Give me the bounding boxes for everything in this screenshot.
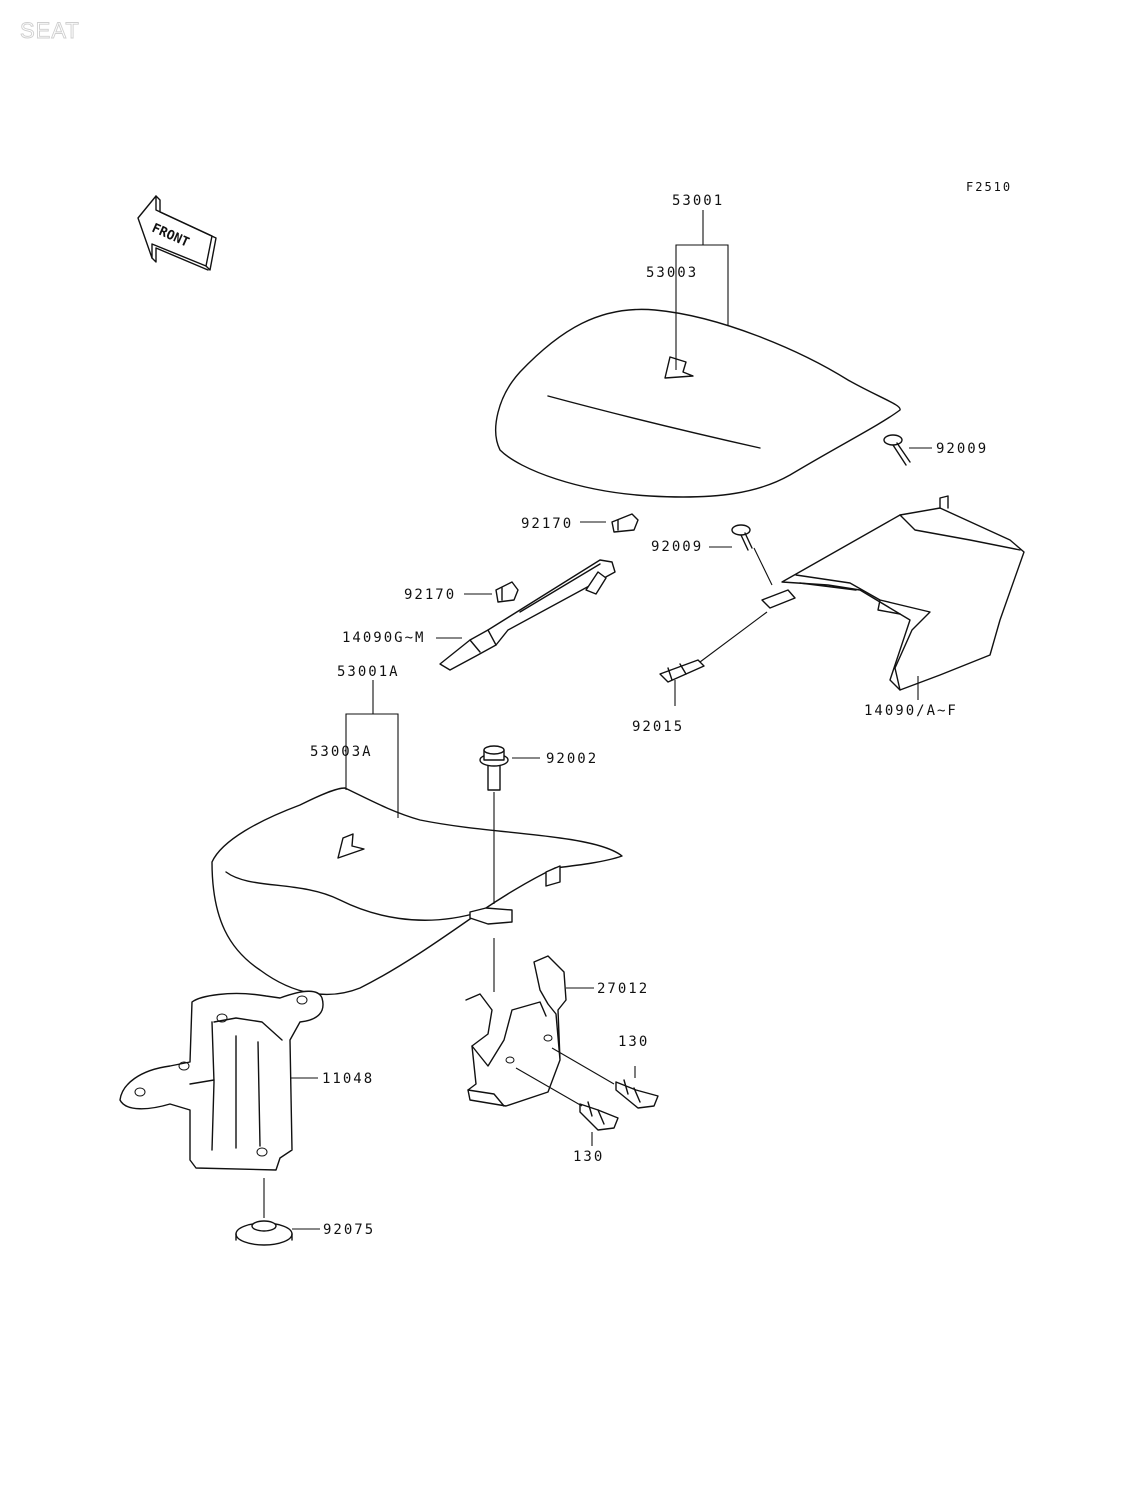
bolt-130-right[interactable] — [615, 1079, 659, 1109]
bolt-92002[interactable] — [479, 745, 509, 791]
rear-seat[interactable] — [495, 308, 901, 498]
label-53003[interactable]: 53003 — [646, 265, 698, 281]
screw-92009-lower[interactable] — [731, 524, 753, 551]
screw-92015[interactable] — [659, 659, 705, 683]
leader-lines — [263, 210, 932, 1230]
label-92009-upper[interactable]: 92009 — [936, 441, 988, 457]
label-11048[interactable]: 11048 — [322, 1071, 374, 1087]
figure-code: F2510 — [966, 180, 1012, 194]
label-92170-upper[interactable]: 92170 — [521, 516, 573, 532]
label-53001A[interactable]: 53001A — [337, 664, 400, 680]
damper-92075[interactable] — [235, 1220, 293, 1246]
label-53001[interactable]: 53001 — [672, 193, 724, 209]
clip-92170-upper[interactable] — [611, 513, 639, 533]
label-14090G-M[interactable]: 14090G~M — [342, 630, 425, 646]
label-92015[interactable]: 92015 — [632, 719, 684, 735]
label-92009-lower[interactable]: 92009 — [651, 539, 703, 555]
seat-cover-tail[interactable] — [761, 495, 1025, 691]
label-27012[interactable]: 27012 — [597, 981, 649, 997]
label-92170-lower[interactable]: 92170 — [404, 587, 456, 603]
label-14090A-F[interactable]: 14090/A~F — [864, 703, 958, 719]
label-92002[interactable]: 92002 — [546, 751, 598, 767]
screw-92009-upper[interactable] — [883, 434, 911, 466]
label-130-right[interactable]: 130 — [618, 1034, 649, 1050]
seat-lock-rail[interactable] — [439, 559, 616, 671]
label-92075[interactable]: 92075 — [323, 1222, 375, 1238]
seat-mount-bracket[interactable] — [119, 990, 324, 1171]
clip-92170-lower[interactable] — [495, 581, 519, 603]
bolt-130-left[interactable] — [579, 1101, 619, 1131]
front-seat[interactable] — [211, 787, 623, 996]
label-53003A[interactable]: 53003A — [310, 744, 373, 760]
front-arrow-icon: FRONT — [137, 195, 217, 271]
label-130-left[interactable]: 130 — [573, 1149, 604, 1165]
seat-hook-bracket[interactable] — [465, 955, 567, 1107]
watermark-title: SEAT — [20, 18, 80, 43]
